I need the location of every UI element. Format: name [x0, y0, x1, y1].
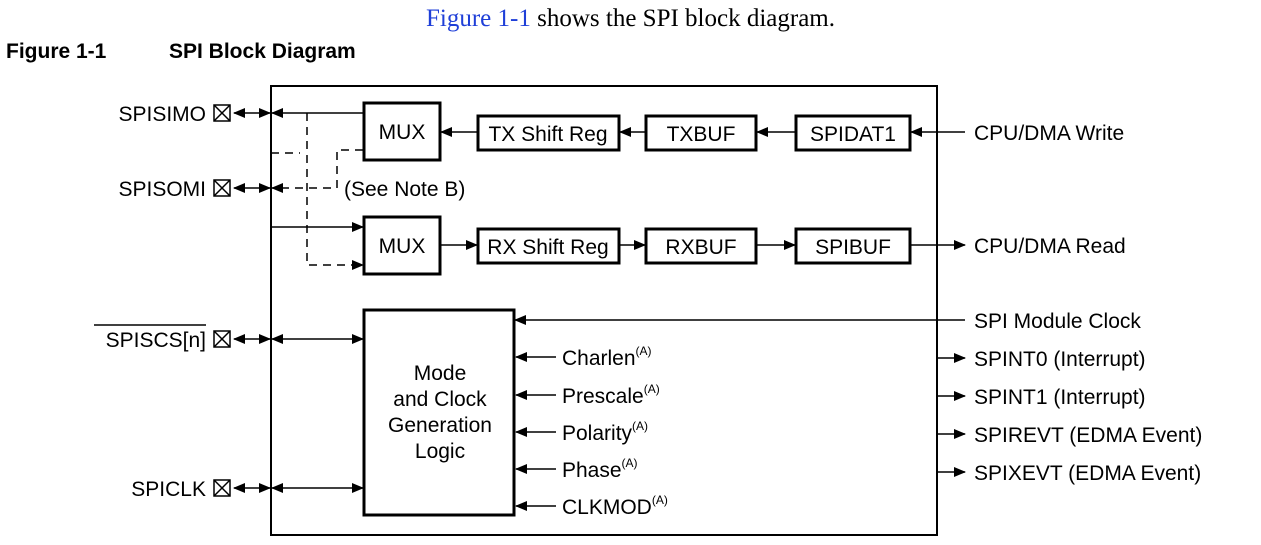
- spi-module-boundary: [270, 85, 938, 536]
- pin-label-somi: SPISOMI: [118, 178, 206, 201]
- spixevt-label: SPIXEVT (EDMA Event): [974, 462, 1201, 485]
- mux-rx-label: MUX: [379, 235, 426, 258]
- simo-to-rxmux-dashed: [306, 113, 364, 270]
- pin-label-cs: SPISCS[n]: [106, 329, 206, 352]
- pin-terminal-simo: [213, 104, 271, 122]
- pin-terminal-cs: [213, 330, 271, 348]
- mux-tx-block: [362, 101, 442, 162]
- figure-title: SPI Block Diagram: [169, 40, 356, 63]
- spibuf-label: SPIBUF: [815, 236, 891, 259]
- mode-line-2: and Clock: [393, 388, 487, 411]
- mode-line-4: Logic: [415, 440, 465, 463]
- rxbuf-label: RXBUF: [665, 236, 736, 259]
- spint1-label: SPINT1 (Interrupt): [974, 386, 1146, 409]
- phase-label: Phase(A): [562, 456, 638, 482]
- pin-terminal-somi: [213, 179, 271, 197]
- mode-clock-logic-block: [362, 308, 516, 517]
- intro-caption: Figure 1-1 shows the SPI block diagram.: [0, 4, 1261, 34]
- pin-label-simo: SPISIMO: [118, 103, 206, 126]
- rx-shift-reg-block: [476, 227, 621, 265]
- mode-line-1: Mode: [414, 362, 467, 385]
- mux-tx-label: MUX: [379, 121, 426, 144]
- charlen-label: Charlen(A): [562, 344, 652, 370]
- spidat1-block: [794, 114, 912, 152]
- pin-label-clk: SPICLK: [131, 478, 206, 501]
- mode-line-3: Generation: [388, 414, 492, 437]
- tx-shift-reg-label: TX Shift Reg: [488, 123, 607, 146]
- polarity-label: Polarity(A): [562, 419, 648, 445]
- tx-shift-reg-block: [476, 114, 621, 152]
- module-clock-label: SPI Module Clock: [974, 310, 1141, 333]
- cpu-write-label: CPU/DMA Write: [974, 122, 1124, 145]
- caption-text: shows the SPI block diagram.: [530, 5, 835, 32]
- pin-terminal-clk: [213, 479, 271, 497]
- rxbuf-block: [644, 227, 758, 265]
- cpu-read-label: CPU/DMA Read: [974, 235, 1126, 258]
- spirevt-label: SPIREVT (EDMA Event): [974, 424, 1202, 447]
- clkmod-label: CLKMOD(A): [562, 493, 668, 519]
- mux-rx-block: [362, 215, 442, 276]
- spibuf-block: [794, 227, 912, 265]
- see-note-b: (See Note B): [344, 178, 465, 201]
- prescale-label: Prescale(A): [562, 382, 660, 408]
- spidat1-label: SPIDAT1: [810, 123, 896, 146]
- somi-from-txmux-dashed: [271, 149, 363, 193]
- figure-number: Figure 1-1: [6, 40, 107, 63]
- rx-shift-reg-label: RX Shift Reg: [487, 236, 608, 259]
- figure-link[interactable]: Figure 1-1: [426, 5, 531, 32]
- txbuf-label: TXBUF: [667, 123, 736, 146]
- spint0-label: SPINT0 (Interrupt): [974, 348, 1146, 371]
